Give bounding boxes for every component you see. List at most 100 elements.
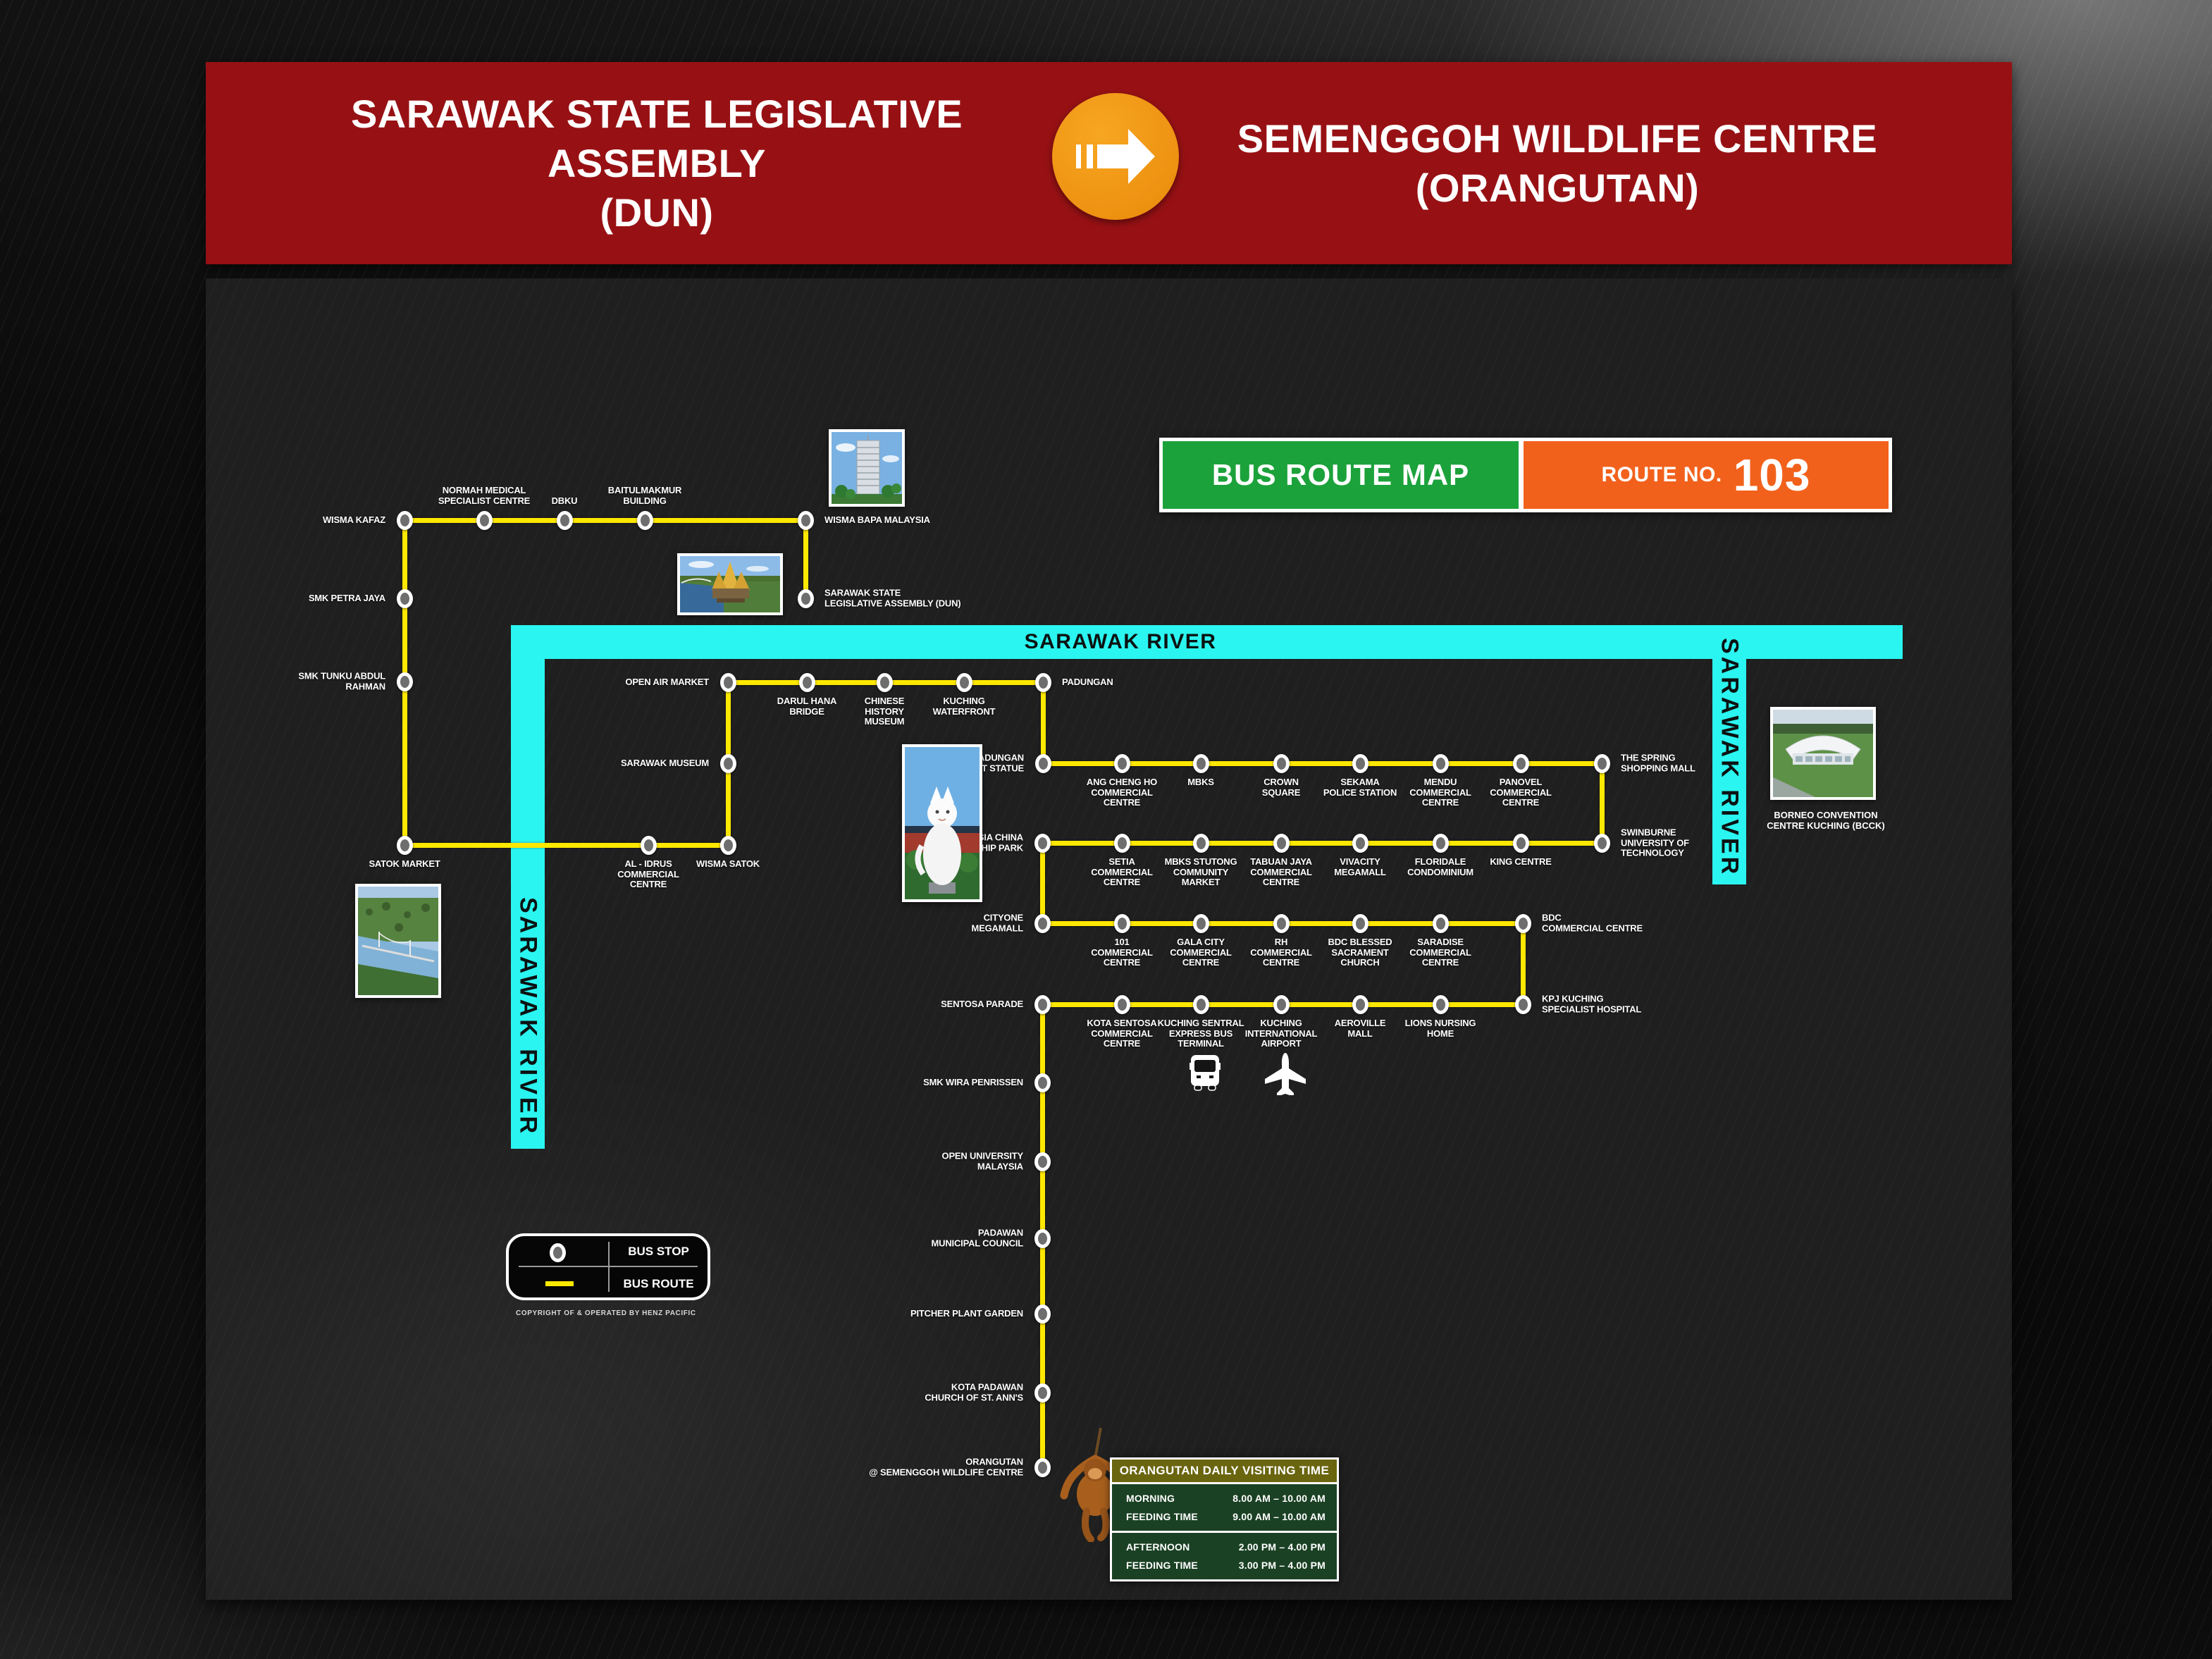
bus-stop-baitulmakmur (636, 510, 653, 530)
stop-label-al-idrus: AL - IDRUS COMMERCIAL CENTRE (617, 858, 679, 889)
bus-stop-kota-padawan-church (1034, 1383, 1051, 1402)
stop-label-open-university-malaysia: OPEN UNIVERSITY MALAYSIA (941, 1150, 1024, 1171)
stop-label-bdc-commercial-centre: BDC COMMERCIAL CENTRE (1542, 912, 1643, 933)
river-band-horizontal (511, 625, 1903, 659)
bus-stop-wisma-kafaz (396, 510, 413, 530)
route-number: 103 (1733, 450, 1811, 500)
bus-stop-rh-commercial-centre (1273, 913, 1290, 933)
bus-stop-wisma-bapa-malaysia (797, 510, 814, 530)
stop-label-cityone-megamall: CITYONE MEGAMALL (971, 912, 1024, 933)
bus-stop-setia (1113, 833, 1130, 853)
stop-label-setia: SETIA COMMERCIAL CENTRE (1091, 856, 1153, 887)
bus-stop-dbku (556, 510, 573, 530)
river-label-left-vertical: SARAWAK RIVER (514, 896, 542, 1137)
route-segment (1040, 682, 1046, 763)
route-segment (404, 842, 728, 848)
bus-stop-sarawak-state-legislative-assembly (797, 588, 814, 608)
stop-label-ang-cheng-ho: ANG CHENG HO COMMERCIAL CENTRE (1086, 777, 1158, 808)
stop-label-bdc-blessed-sacrament: BDC BLESSED SACRAMENT CHURCH (1328, 937, 1392, 968)
stop-label-padungan: PADUNGAN (1062, 676, 1113, 687)
bus-stop-tabuan-jaya (1273, 833, 1290, 853)
bus-stop-panovel (1512, 753, 1529, 773)
bus-stop-king-centre (1512, 833, 1529, 853)
bus-stop-semenggoh-wildlife-centre (1034, 1457, 1051, 1477)
stop-label-mendu: MENDU COMMERCIAL CENTRE (1409, 777, 1471, 808)
stop-label-semenggoh-wildlife-centre: ORANGUTAN @ SEMENGGOH WILDLIFE CENTRE (869, 1456, 1023, 1477)
bus-stop-darul-hana-bridge (798, 672, 815, 692)
bus-stop-smk-wira-penrissen (1034, 1073, 1051, 1092)
stop-label-smk-wira-penrissen: SMK WIRA PENRISSEN (923, 1076, 1023, 1087)
stop-label-wisma-satok: WISMA SATOK (696, 858, 760, 869)
stop-label-wisma-kafaz: WISMA KAFAZ (322, 514, 385, 525)
stop-label-rh-commercial-centre: RH COMMERCIAL CENTRE (1250, 937, 1312, 968)
stop-label-chinese-history-museum: CHINESE HISTORY MUSEUM (864, 696, 905, 727)
stop-label-sarawak-state-legislative-assembly: SARAWAK STATE LEGISLATIVE ASSEMBLY (DUN) (824, 587, 961, 608)
route-number-box: ROUTE NO. 103 (1524, 441, 1889, 509)
legend-bus-route-label: BUS ROUTE (623, 1277, 694, 1290)
plane-icon (1264, 1051, 1306, 1099)
bus-stop-the-spring (1593, 753, 1610, 773)
origin-title: SARAWAK STATE LEGISLATIVE ASSEMBLY (DUN) (248, 90, 1065, 238)
stop-label-101-commercial-centre: 101 COMMERCIAL CENTRE (1091, 937, 1153, 968)
stop-label-tabuan-jaya: TABUAN JAYA COMMERCIAL CENTRE (1250, 856, 1312, 887)
bus-stop-satok-market (396, 835, 413, 855)
copyright-text: COPYRIGHT OF & OPERATED BY HENZ PACIFIC (516, 1309, 696, 1317)
river-band-right-vertical (1712, 659, 1746, 884)
route-segment (803, 520, 808, 598)
stop-label-darul-hana-bridge: DARUL HANA BRIDGE (777, 696, 837, 717)
bus-stop-wisma-satok (719, 835, 736, 855)
stop-label-smk-tunku-abdul-rahman: SMK TUNKU ABDUL RAHMAN (298, 670, 385, 691)
stop-label-the-spring: THE SPRING SHOPPING MALL (1621, 752, 1695, 773)
stop-label-normah-medical: NORMAH MEDICAL SPECIALIST CENTRE (438, 485, 531, 506)
bus-stop-kota-sentosa (1113, 994, 1130, 1014)
river-band-left-vertical (511, 659, 545, 1149)
bus-stop-kuching-international-airport (1273, 994, 1290, 1014)
stop-label-panovel: PANOVEL COMMERCIAL CENTRE (1490, 777, 1552, 808)
bus-stop-cityone-megamall (1034, 913, 1051, 933)
bus-stop-al-idrus (640, 835, 657, 855)
bus-stop-aeroville-mall (1352, 994, 1368, 1014)
bus-route-map-label: BUS ROUTE MAP (1163, 441, 1519, 509)
header-banner: SARAWAK STATE LEGISLATIVE ASSEMBLY (DUN)… (206, 62, 2012, 264)
bus-stop-swinburne (1593, 833, 1610, 853)
route-segment (1039, 843, 1045, 923)
bus-stop-floridale (1432, 833, 1449, 853)
stop-label-vivacity: VIVACITY MEGAMALL (1334, 856, 1386, 877)
bus-stop-mbks (1192, 753, 1209, 773)
legend: BUS STOP BUS ROUTE (506, 1233, 710, 1300)
bus-stop-padungan (1034, 672, 1051, 692)
origin-line2: (DUN) (600, 190, 714, 235)
route-segment (404, 517, 805, 523)
bus-stop-saradise (1432, 913, 1449, 933)
legend-divider-horizontal (519, 1266, 698, 1267)
bus-stop-smk-tunku-abdul-rahman (396, 672, 413, 691)
bus-stop-gala-city (1192, 913, 1209, 933)
route-no-label: ROUTE NO. (1601, 463, 1722, 486)
bus-stop-sekama-police-station (1352, 753, 1368, 773)
bus-stop-sarawak-museum (719, 753, 736, 773)
bus-stop-mendu (1432, 753, 1449, 773)
arrow-right-icon (1076, 129, 1155, 184)
route-segment (1043, 760, 1602, 766)
legend-bus-stop-label: BUS STOP (628, 1245, 689, 1258)
bus-stop-bdc-blessed-sacrament (1352, 913, 1368, 933)
stop-label-mbks-stutong: MBKS STUTONG COMMUNITY MARKET (1164, 856, 1237, 887)
photo-satok-market (355, 884, 441, 998)
photo-big-white-cat-statue (902, 744, 982, 902)
origin-line1: SARAWAK STATE LEGISLATIVE ASSEMBLY (350, 91, 963, 185)
bus-stop-kuching-sentral (1192, 994, 1209, 1014)
bus-stop-mbks-stutong (1192, 833, 1209, 853)
bus-stop-padungan-big-white-cat (1034, 753, 1051, 773)
legend-bus-stop-icon (550, 1243, 566, 1262)
stop-label-swinburne: SWINBURNE UNIVERSITY OF TECHNOLOGY (1621, 827, 1689, 858)
